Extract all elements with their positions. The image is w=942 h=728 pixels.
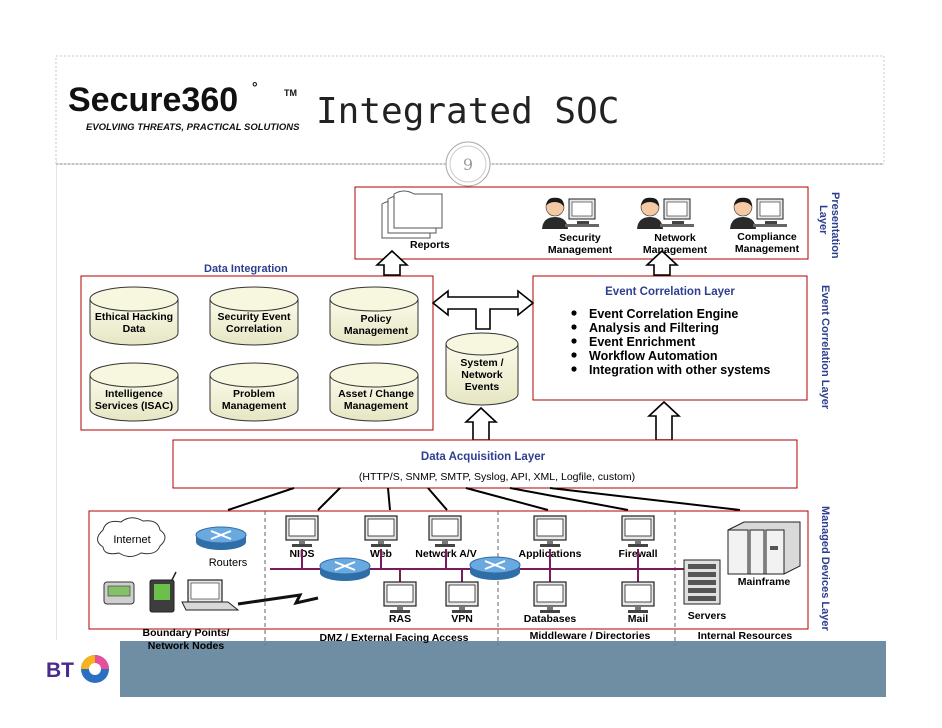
data-acquisition-title: Data Acquisition Layer [421,451,546,463]
logo-tagline: EVOLVING THREATS, PRACTICAL SOLUTIONS [86,122,300,133]
system-events-cylinder [445,332,519,406]
side-label-presentation-1: Presentation [829,192,841,259]
zone-internal-label: Internal Resources [698,630,793,642]
databases-label: Databases [524,613,577,625]
data-integration-title: Data Integration [204,263,288,275]
up-arrow-correlation [646,400,682,441]
ras-label: RAS [389,613,411,625]
internet-cloud-icon [97,517,166,557]
core-router-icon [469,556,521,581]
side-label-event-correlation: Event Correlation Layer [819,285,831,410]
up-arrow-events [463,406,499,441]
side-label-presentation-2: Layer [817,205,829,235]
ec-item: Event Enrichment [589,335,696,349]
cyl-label: Correlation [226,323,282,335]
wireless-link [237,593,319,606]
reports-label: Reports [410,239,450,251]
cyl-label: Management [344,400,409,412]
cyl-label: Problem [233,388,275,400]
data-acquisition-box [172,439,798,489]
cyl-label: Security Event [218,311,291,323]
internet-label: Internet [113,534,150,546]
cyl-label: Services (ISAC) [95,400,173,412]
security-operator-icon [541,197,600,230]
page-title: Integrated SOC [316,91,619,132]
up-arrow-reports [374,249,410,276]
network-operator-icon [636,197,695,230]
vpn-label: VPN [451,613,473,625]
logo-tm: TM [284,88,297,98]
zone-middleware-label: Middleware / Directories [530,630,651,642]
system-events-label: Network [461,369,503,381]
cyl-label: Ethical Hacking [95,311,173,323]
svg-text:BT: BT [46,659,74,682]
mail-label: Mail [628,613,649,625]
acquisition-connectors [227,487,741,511]
cyl-label: Data [123,323,146,335]
ec-item: Integration with other systems [589,363,770,377]
side-label-managed-devices: Managed Devices Layer [819,506,831,631]
security-mgmt-label-1: Security [559,232,601,244]
logo-text: Secure360 [68,81,238,119]
ec-item: Event Correlation Engine [589,307,738,321]
mainframe-label: Mainframe [738,576,791,588]
arrows [374,249,682,441]
cyl-label: Policy [361,313,392,325]
router-icon [195,526,247,551]
ec-item: Analysis and Filtering [589,321,719,335]
compliance-operator-icon [729,197,788,230]
event-correlation-title: Event Correlation Layer [605,286,735,298]
laptop-icon [181,579,240,611]
zone-boundary-label-1: Boundary Points/ [143,627,230,639]
mainframe-icon [727,521,801,575]
event-correlation-list: Event Correlation Engine Analysis and Fi… [571,307,770,377]
cyl-label: Management [222,400,287,412]
ec-item: Workflow Automation [589,349,717,363]
routers-label: Routers [209,557,248,569]
security-mgmt-label-2: Management [548,244,613,256]
compliance-mgmt-label-1: Compliance [737,231,797,243]
event-correlation-box [532,275,808,401]
data-acquisition-protocols: (HTTP/S, SNMP, SMTP, Syslog, API, XML, L… [359,471,635,483]
system-events-label: Events [465,381,500,393]
network-mgmt-label-1: Network [654,232,696,244]
servers-icon [683,559,721,605]
zone-dmz-label: DMZ / External Facing Access [320,632,469,644]
cyl-label: Asset / Change [338,388,414,400]
secure360-logo: Secure360 ° TM EVOLVING THREATS, PRACTIC… [68,79,300,133]
cyl-label: Management [344,325,409,337]
dmz-router-icon [319,557,371,582]
cyl-label: Intelligence [105,388,163,400]
bidirectional-arrow [431,289,535,330]
page-number: 9 [463,155,473,174]
zone-boundary-label-2: Network Nodes [148,640,225,652]
up-arrow-network [644,249,680,276]
logo-degree: ° [252,79,258,95]
mobile-devices-icon [103,571,177,613]
footer-bar [120,641,886,697]
servers-label: Servers [688,610,727,622]
compliance-mgmt-label-2: Management [735,243,800,255]
network-mgmt-label-2: Management [643,244,708,256]
reports-icon [381,190,443,239]
bt-logo: BT [46,655,109,683]
system-events-label: System / [460,357,503,369]
